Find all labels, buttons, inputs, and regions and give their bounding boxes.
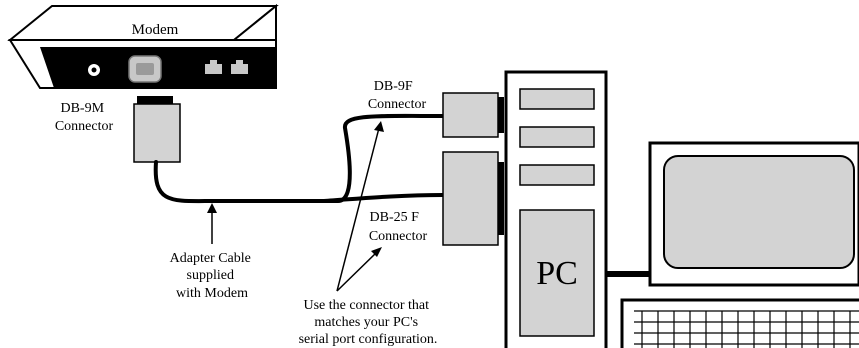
keyboard-keys: [634, 310, 859, 348]
label-connector-note: Use the connector that matches your PC's…: [299, 298, 438, 347]
adapter-cable-branch: [322, 193, 445, 203]
adapter-cable: [153, 113, 445, 204]
label-db9m: DB-9M Connector: [55, 101, 114, 134]
line-jack-icon: [231, 64, 248, 74]
monitor: [648, 141, 859, 287]
modem-right-face: [231, 3, 277, 41]
label-db9f: DB-9F Connector: [368, 79, 427, 112]
arrow-to-db9f: [336, 127, 380, 292]
pc-front-panel: [519, 209, 595, 337]
drive-bay: [519, 164, 595, 186]
label-db25f: DB-25 F Connector: [369, 210, 428, 244]
arrow-to-db25f: [336, 251, 378, 292]
monitor-cable: [606, 271, 650, 277]
modem: Modem: [7, 3, 279, 89]
annotation-arrows: [207, 121, 384, 292]
label-adapter-cable: Adapter Cable supplied with Modem: [170, 251, 255, 301]
phone-jack-icon: [205, 64, 222, 74]
pc-tower: PC: [504, 70, 608, 348]
db9f-connector: [442, 92, 504, 138]
drive-bay: [519, 88, 595, 110]
monitor-screen: [663, 155, 855, 269]
keyboard: [620, 298, 859, 348]
pc-label: PC: [536, 255, 578, 292]
db25f-connector: [442, 151, 504, 246]
modem-title: Modem: [132, 22, 179, 38]
drive-bay: [519, 126, 595, 148]
db9m-connector: [133, 96, 181, 163]
